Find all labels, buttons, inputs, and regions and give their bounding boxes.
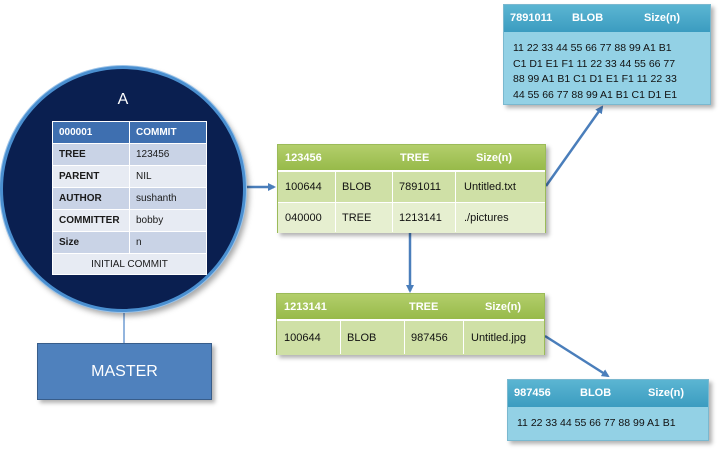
commit-table: 000001 COMMIT TREE 123456 PARENT NIL AUT…: [52, 121, 207, 275]
root-tree-header: 123456 TREE Size(n): [278, 145, 545, 170]
commit-row-author: AUTHOR sushanth: [52, 187, 207, 210]
sub-tree-row-1: 100644 BLOB 987456 Untitled.jpg: [277, 321, 544, 355]
commit-message-row: INITIAL COMMIT: [52, 253, 207, 275]
commit-id: 000001: [52, 121, 130, 144]
commit-type: COMMIT: [129, 121, 207, 144]
commit-name: A: [117, 91, 129, 108]
commit-table-header: 000001 COMMIT: [52, 121, 207, 144]
root-tree-row-2: 040000 TREE 1213141 ./pictures: [278, 203, 545, 233]
root-tree-row-1: 100644 BLOB 7891011 Untitled.txt: [278, 172, 545, 202]
blob-jpg: 987456 BLOB Size(n) 11 22 33 44 55 66 77…: [507, 379, 709, 441]
root-tree: 123456 TREE Size(n) 100644 BLOB 7891011 …: [277, 144, 546, 233]
tree-to-blob-txt-arrow: [544, 105, 604, 187]
branch-label: MASTER: [91, 362, 158, 380]
commit-row-size: Size n: [52, 231, 207, 254]
blob-txt: 7891011 BLOB Size(n) 11 22 33 44 55 66 7…: [503, 4, 711, 105]
blob-jpg-content: 11 22 33 44 55 66 77 88 99 A1 B1: [517, 417, 676, 429]
sub-tree-header: 1213141 TREE Size(n): [277, 294, 544, 319]
commit-row-tree: TREE 123456: [52, 143, 207, 166]
commit-row-committer: COMMITTER bobby: [52, 209, 207, 232]
branch-master: MASTER: [37, 343, 212, 400]
blob-txt-header: 7891011 BLOB Size(n): [504, 5, 710, 32]
blob-txt-content: 11 22 33 44 55 66 77 88 99 A1 B1 C1 D1 E…: [513, 42, 678, 101]
commit-message: INITIAL COMMIT: [52, 253, 207, 275]
commit-row-parent: PARENT NIL: [52, 165, 207, 188]
sub-tree: 1213141 TREE Size(n) 100644 BLOB 987456 …: [276, 293, 545, 355]
subtree-to-blob-jpg-arrow: [544, 334, 610, 378]
blob-jpg-header: 987456 BLOB Size(n): [508, 380, 708, 407]
